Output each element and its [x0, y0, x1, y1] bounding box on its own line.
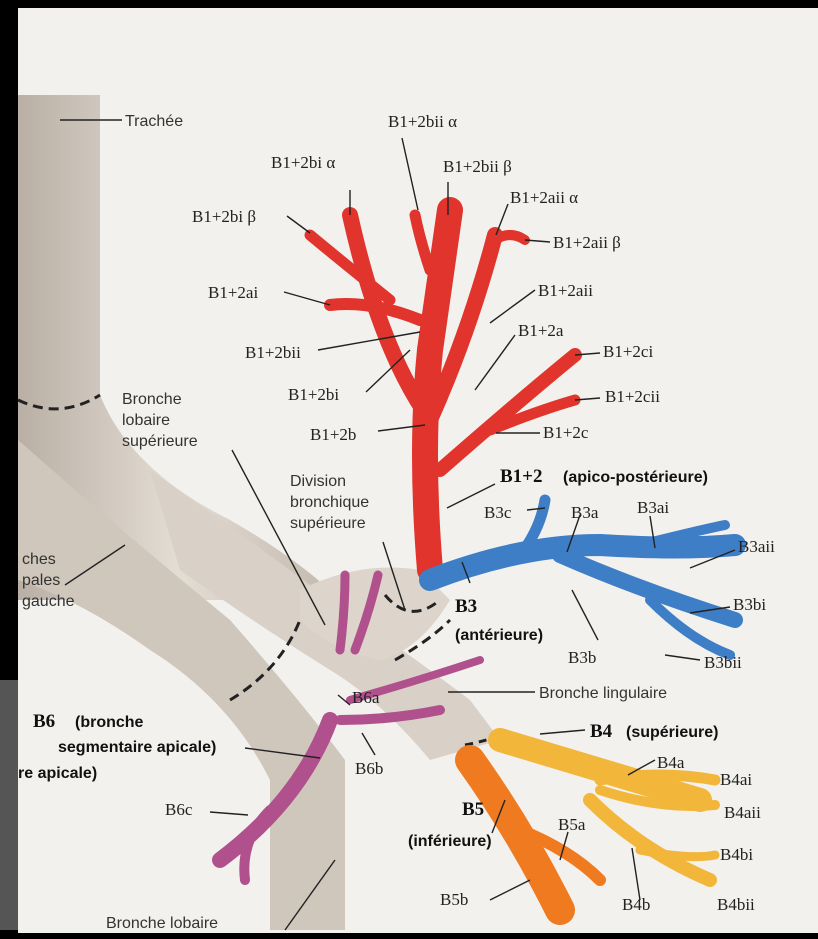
label-b12b: B1+2b: [310, 425, 356, 444]
label-b5-desc: (inférieure): [408, 833, 492, 850]
label-b4bi: B4bi: [720, 845, 753, 864]
label-b3aii: B3aii: [738, 537, 775, 556]
label-bronche-lobaire-sup-1: Bronche: [122, 391, 182, 408]
label-b12bi-beta: B1+2bi β: [192, 207, 256, 226]
label-b6b: B6b: [355, 759, 383, 778]
label-left-2: pales: [22, 572, 60, 589]
label-b12cii: B1+2cii: [605, 387, 660, 406]
label-b12aii-alpha: B1+2aii α: [510, 188, 578, 207]
label-b12bii-alpha: B1+2bii α: [388, 112, 457, 131]
label-b12aii: B1+2aii: [538, 281, 593, 300]
label-b3a: B3a: [571, 503, 599, 522]
xray-edge: [0, 680, 18, 930]
label-division-1: Division: [290, 473, 346, 490]
label-b12bii: B1+2bii: [245, 343, 301, 362]
label-b5b: B5b: [440, 890, 468, 909]
label-left-3: gauche: [22, 593, 75, 610]
label-b6a: B6a: [352, 688, 380, 707]
label-b12aii-beta: B1+2aii β: [553, 233, 621, 252]
label-division-2: bronchique: [290, 494, 369, 511]
label-b4-main: B4: [590, 721, 613, 742]
label-b3c: B3c: [484, 503, 512, 522]
label-b3b: B3b: [568, 648, 596, 667]
label-b4ai: B4ai: [720, 770, 752, 789]
label-bronche-lingulaire: Bronche lingulaire: [539, 685, 667, 702]
label-b4-desc: (supérieure): [626, 724, 718, 741]
label-b12bi: B1+2bi: [288, 385, 339, 404]
label-b3ai: B3ai: [637, 498, 669, 517]
label-trachee: Trachée: [125, 113, 183, 130]
label-b12ai: B1+2ai: [208, 283, 258, 302]
label-b6c: B6c: [165, 800, 193, 819]
label-b4bii: B4bii: [717, 895, 755, 914]
label-b12bi-alpha: B1+2bi α: [271, 153, 335, 172]
label-b3-main: B3: [455, 596, 477, 617]
label-b5a: B5a: [558, 815, 586, 834]
label-left-1: ches: [22, 551, 56, 568]
label-b12bii-beta: B1+2bii β: [443, 157, 512, 176]
label-bronche-lobaire-bottom: Bronche lobaire: [106, 915, 218, 932]
label-b6-desc2: segmentaire apicale): [58, 739, 216, 756]
label-b4aii: B4aii: [724, 803, 761, 822]
label-b6-desc1: (bronche: [75, 714, 144, 731]
label-b6-main: B6: [33, 711, 55, 732]
label-b12-main: B1+2: [500, 466, 543, 487]
label-bronche-lobaire-sup-3: supérieure: [122, 433, 198, 450]
label-division-3: supérieure: [290, 515, 366, 532]
label-b5-main: B5: [462, 799, 484, 820]
label-b12c: B1+2c: [543, 423, 589, 442]
label-b6-desc3: re apicale): [18, 765, 97, 782]
label-b4b: B4b: [622, 895, 650, 914]
label-b12a: B1+2a: [518, 321, 564, 340]
label-b4a: B4a: [657, 753, 685, 772]
label-b3-desc: (antérieure): [455, 627, 543, 644]
label-b12ci: B1+2ci: [603, 342, 653, 361]
label-b12-main-desc: (apico-postérieure): [563, 469, 708, 486]
label-b3bii: B3bii: [704, 653, 742, 672]
label-bronche-lobaire-sup-2: lobaire: [122, 412, 170, 429]
label-b3bi: B3bi: [733, 595, 766, 614]
